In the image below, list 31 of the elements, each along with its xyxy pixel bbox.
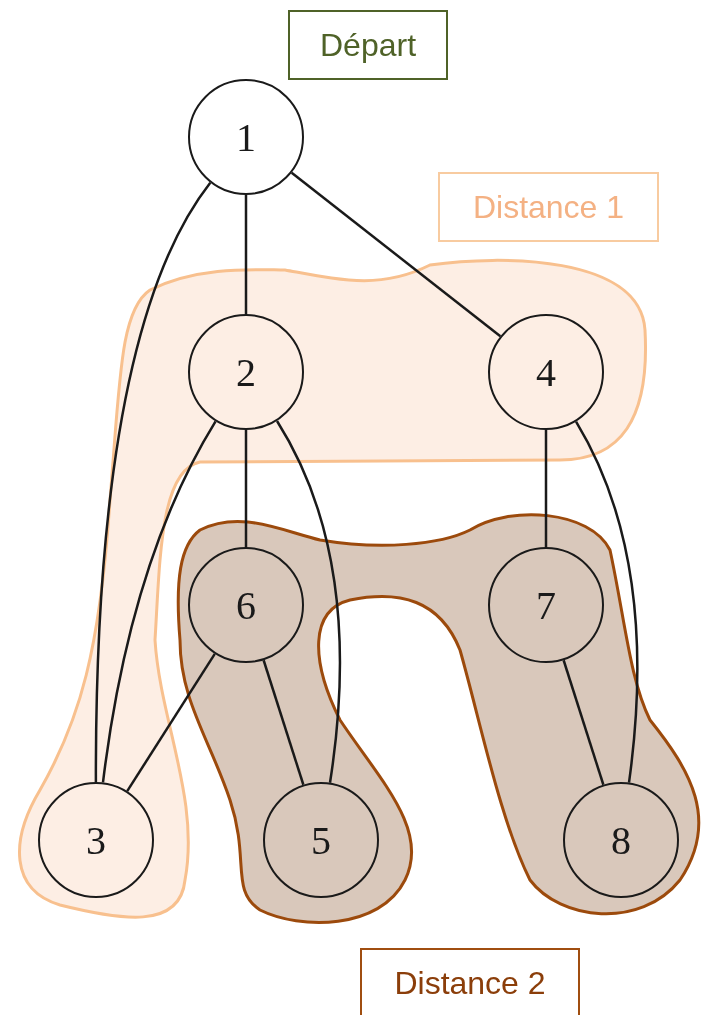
label-box	[360, 948, 580, 1015]
node-label: 4	[536, 348, 556, 396]
node-label: 3	[86, 816, 106, 864]
connector-line	[562, 659, 605, 786]
node-label: 7	[536, 581, 556, 629]
graph-node-circle	[188, 314, 304, 430]
node-label: 1	[236, 113, 256, 161]
label-box	[288, 10, 448, 80]
connector-line	[94, 181, 212, 782]
connector-line	[244, 430, 248, 547]
node-label: Départ	[319, 26, 416, 64]
graph-node-circle	[488, 314, 604, 430]
connector-line	[290, 171, 502, 338]
node-label: 6	[236, 581, 256, 629]
graph-node-circle	[488, 547, 604, 663]
connector-line	[244, 195, 248, 314]
connector-line	[126, 653, 216, 792]
graph-node-circle	[188, 547, 304, 663]
connector-line	[101, 420, 217, 783]
graph-node-circle	[263, 782, 379, 898]
connector-line	[544, 430, 548, 547]
label-box	[438, 172, 659, 242]
connector-line	[275, 420, 342, 783]
graph-node-circle	[38, 782, 154, 898]
connector-line	[574, 421, 639, 783]
node-label: Distance 1	[472, 188, 625, 226]
node-label: 2	[236, 348, 256, 396]
node-label: 8	[611, 816, 631, 864]
node-label: Distance 2	[394, 964, 546, 1002]
node-label: 5	[311, 816, 331, 864]
graph-node-circle	[563, 782, 679, 898]
